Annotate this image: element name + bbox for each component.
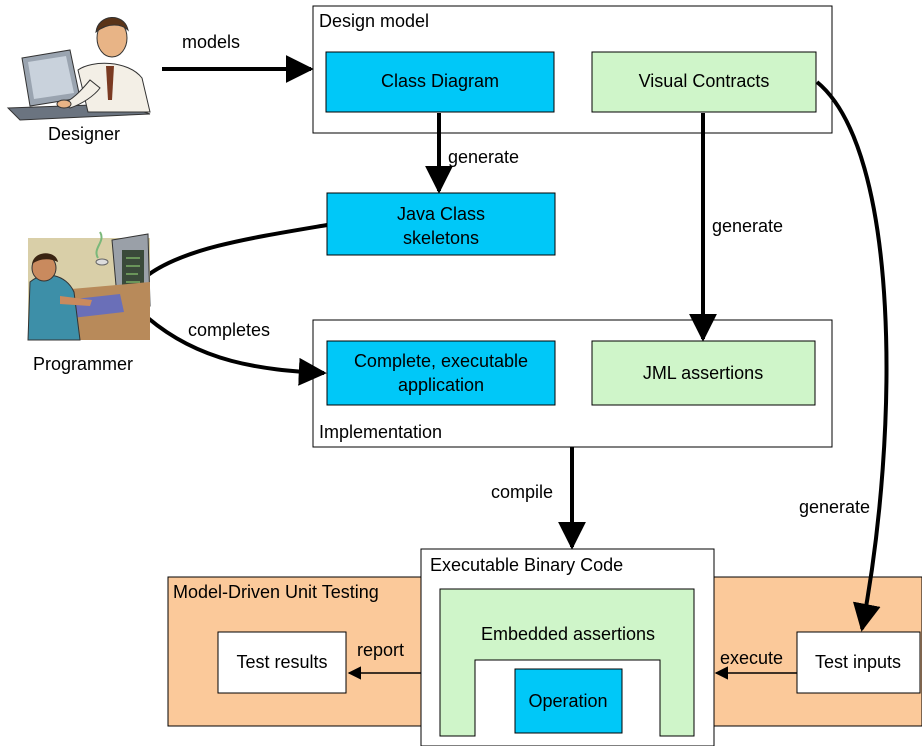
complete-application-box	[326, 340, 556, 406]
edge-label-report: report	[357, 640, 404, 660]
designer-label: Designer	[48, 124, 120, 144]
java-skeletons-label-2: skeletons	[403, 228, 479, 248]
operation-label: Operation	[528, 691, 607, 711]
arrow-generate-inputs	[815, 80, 889, 632]
designer-icon	[6, 17, 151, 121]
complete-application-label-1: Complete, executable	[354, 351, 528, 371]
executable-binary-label: Executable Binary Code	[430, 555, 623, 575]
line-skeletons-to-programmer	[146, 223, 328, 277]
class-diagram-label: Class Diagram	[381, 71, 499, 91]
programmer-icon	[27, 231, 151, 341]
operation-box	[514, 668, 623, 734]
edge-label-models: models	[182, 32, 240, 52]
design-model-label: Design model	[319, 11, 429, 31]
test-inputs-box	[796, 631, 921, 694]
test-results-box	[217, 631, 347, 694]
class-diagram-box	[325, 51, 555, 113]
test-results-label: Test results	[236, 652, 327, 672]
complete-application-label-2: application	[398, 375, 484, 395]
edge-label-execute: execute	[720, 648, 783, 668]
embedded-assertions-box	[439, 588, 695, 737]
mdut-label: Model-Driven Unit Testing	[173, 582, 379, 602]
java-skeletons-box	[326, 192, 556, 256]
implementation-label: Implementation	[319, 422, 442, 442]
jml-assertions-label: JML assertions	[643, 363, 763, 383]
programmer-label: Programmer	[33, 354, 133, 374]
edge-label-compile: compile	[491, 482, 553, 502]
java-skeletons-label-1: Java Class	[397, 204, 485, 224]
edge-label-generate-jml: generate	[712, 216, 783, 236]
edge-label-completes: completes	[188, 320, 270, 340]
edge-label-generate-skeletons: generate	[448, 147, 519, 167]
embedded-assertions-label: Embedded assertions	[481, 624, 655, 644]
visual-contracts-label: Visual Contracts	[639, 71, 770, 91]
visual-contracts-box	[591, 51, 817, 113]
test-inputs-label: Test inputs	[815, 652, 901, 672]
jml-assertions-box	[591, 340, 816, 406]
edge-label-generate-inputs: generate	[799, 497, 870, 517]
arrow-completes	[146, 316, 327, 386]
